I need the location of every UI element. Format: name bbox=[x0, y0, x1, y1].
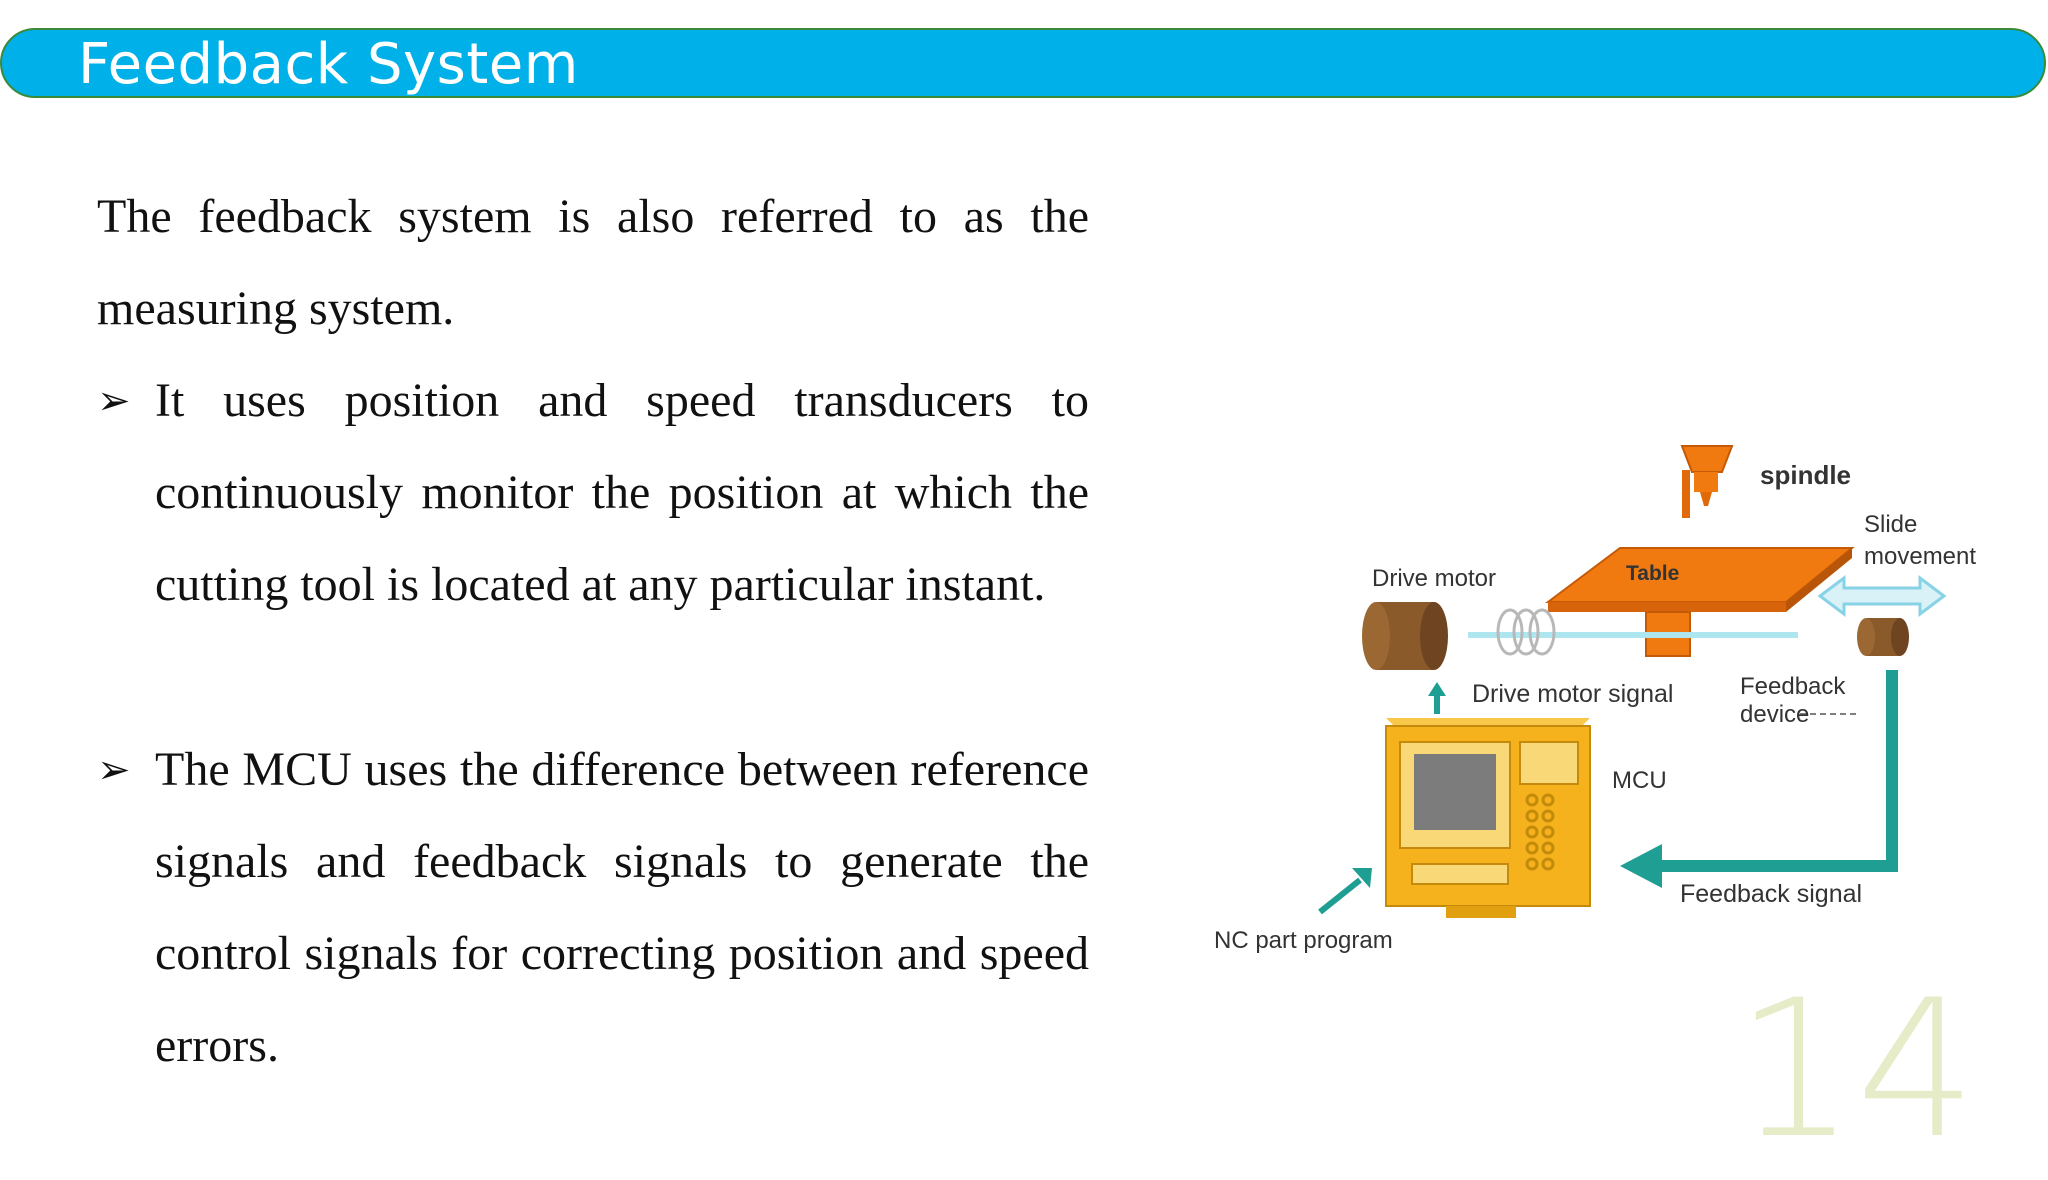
title-bar bbox=[0, 28, 2046, 98]
mcu-icon bbox=[1385, 718, 1591, 918]
drive-motor-icon bbox=[1362, 602, 1448, 670]
table-label: Table bbox=[1626, 562, 1679, 585]
feedback-device-label: Feedback bbox=[1740, 673, 1846, 700]
bullet-text: It uses position and speed transducers t… bbox=[155, 374, 1089, 611]
intro-paragraph: The feedback system is also referred to … bbox=[97, 190, 1089, 335]
drive-motor-signal-label: Drive motor signal bbox=[1472, 680, 1673, 708]
feedback-signal-label: Feedback signal bbox=[1680, 880, 1862, 908]
machine-table bbox=[1545, 547, 1855, 657]
bullet-arrow-icon: ➢ bbox=[97, 378, 131, 424]
spindle-icon bbox=[1680, 445, 1734, 518]
bullet-text: The MCU uses the difference between refe… bbox=[155, 743, 1089, 1072]
coupling-spring-icon bbox=[1496, 608, 1556, 656]
feedback-device-label: device bbox=[1740, 701, 1809, 728]
slide-movement-arrow-icon bbox=[1817, 575, 1947, 617]
slide-movement-label: Slide bbox=[1864, 511, 1917, 538]
feedback-system-diagram: spindle Table Slide movement Drive motor… bbox=[1214, 445, 1976, 954]
drive-motor-signal-arrow-icon bbox=[1428, 682, 1446, 714]
drive-motor-label: Drive motor bbox=[1372, 565, 1496, 592]
slide-title: Feedback System bbox=[78, 32, 579, 97]
feedback-device-icon bbox=[1857, 618, 1909, 656]
feedback-signal-arrow-icon bbox=[1620, 670, 1898, 888]
page-number: 14 bbox=[1735, 959, 1977, 1180]
lead-screw bbox=[1468, 632, 1798, 638]
nc-program-arrow-icon bbox=[1318, 868, 1372, 915]
bullet-arrow-icon: ➢ bbox=[97, 747, 131, 793]
nc-part-program-label: NC part program bbox=[1214, 927, 1393, 954]
mcu-label: MCU bbox=[1612, 767, 1667, 794]
spindle-label: spindle bbox=[1760, 460, 1851, 490]
slide-movement-label: movement bbox=[1864, 543, 1976, 570]
